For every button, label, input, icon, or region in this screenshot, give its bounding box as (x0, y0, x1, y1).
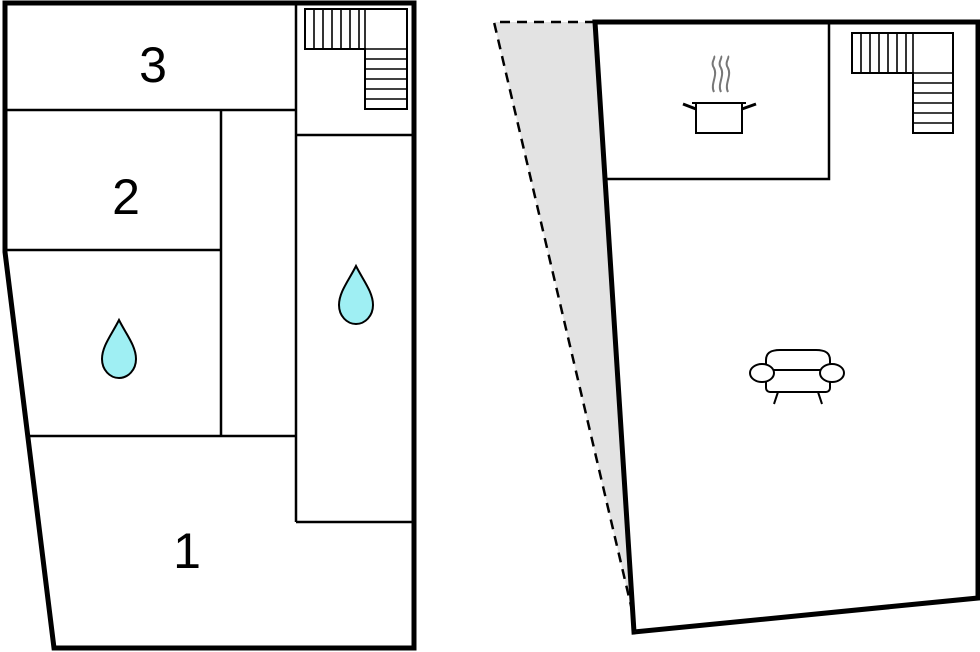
stairs-icon (304, 8, 408, 110)
sofa-icon (749, 349, 845, 405)
upper-floor-plan (492, 19, 980, 635)
room-3-label: 3 (139, 37, 167, 93)
cooking-pot-icon (682, 55, 757, 134)
upper-floor-outer-wall (592, 19, 980, 635)
room-2-label: 2 (112, 169, 140, 225)
room-1-label: 1 (173, 523, 201, 579)
water-drop-icon (337, 263, 375, 326)
ground-floor-plan: 3 2 1 (2, 0, 417, 651)
ground-floor-outer-wall (2, 0, 417, 651)
water-drop-icon (100, 317, 138, 380)
stairs-icon (851, 32, 954, 134)
wall-kitchen (607, 22, 831, 181)
